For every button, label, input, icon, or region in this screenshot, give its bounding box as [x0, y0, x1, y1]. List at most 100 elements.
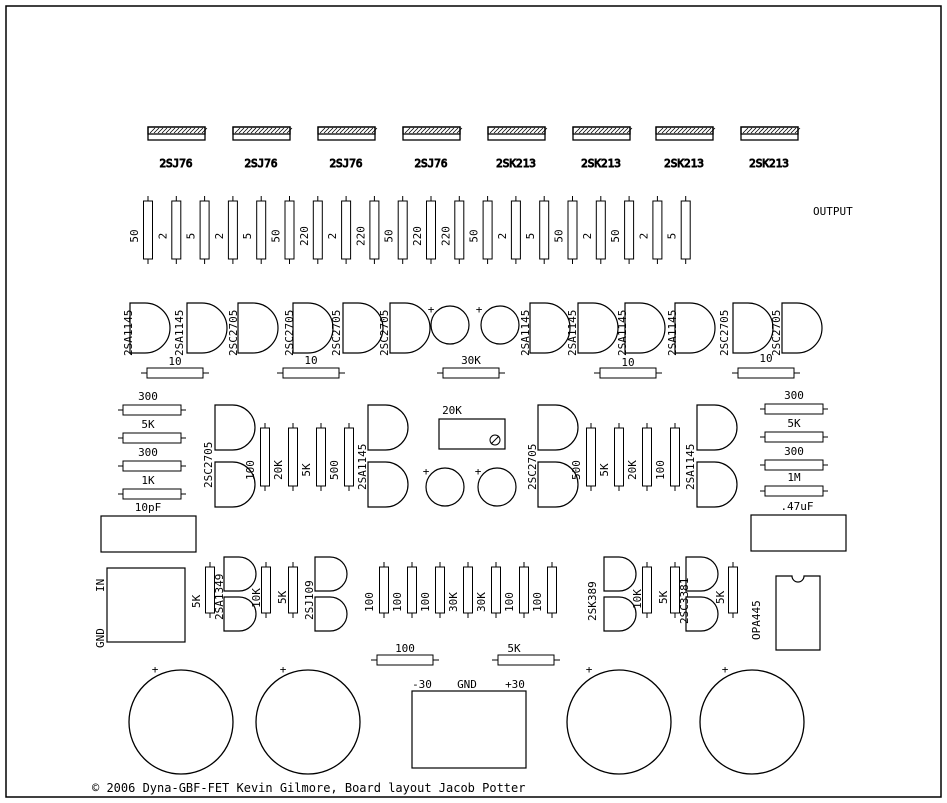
input-connector	[106, 567, 186, 643]
resistor-body	[764, 459, 824, 471]
capacitor-label: .47uF	[780, 500, 813, 513]
fet-hatch	[323, 127, 330, 134]
fet-hatch	[250, 127, 257, 134]
fet-hatch	[286, 127, 293, 134]
resistor-body	[397, 200, 408, 260]
transistor-body	[781, 302, 823, 354]
resistor-label: 5K	[598, 463, 611, 477]
transistor-body	[186, 302, 228, 354]
input-in-label: IN	[94, 579, 107, 592]
resistor-body	[199, 200, 210, 260]
fet-label: 2SJ76	[159, 157, 192, 170]
resistor-label: 5K	[190, 594, 203, 608]
resistor-body	[312, 200, 323, 260]
resistor-label: 300	[784, 445, 804, 458]
capacitor	[430, 305, 470, 345]
fet-hatch	[774, 127, 781, 134]
fet-hatch	[351, 127, 358, 134]
resistor-label: 1K	[141, 474, 155, 487]
resistor-body	[652, 200, 663, 260]
resistor-label: 5K	[507, 642, 521, 655]
resistor-body	[284, 200, 295, 260]
transistor-label: 2SC2705	[378, 310, 391, 356]
transistor-body	[292, 302, 334, 354]
resistor-label: 100	[503, 592, 516, 612]
resistor-label: 300	[138, 446, 158, 459]
fet-hatch	[262, 127, 269, 134]
fet-hatch	[432, 127, 439, 134]
fet-hatch	[404, 127, 411, 134]
polarity-mark: +	[475, 465, 482, 478]
trimmer-label: 20K	[442, 404, 462, 417]
output-resistor-label: 5	[185, 233, 198, 240]
fet-hatch	[327, 127, 334, 134]
transistor-label: 2SC2705	[770, 310, 783, 356]
transistor-body	[314, 556, 348, 592]
transistor-body	[537, 404, 579, 451]
output-resistor-label: 220	[298, 226, 311, 246]
resistor-body	[227, 200, 238, 260]
fet-label: 2SJ76	[329, 157, 362, 170]
fet-hatch	[657, 127, 664, 134]
power-connector	[411, 690, 527, 769]
resistor-body	[595, 200, 606, 260]
fet-hatch	[590, 127, 597, 134]
fet-hatch	[197, 127, 204, 134]
resistor-body	[764, 431, 824, 443]
power-gnd-label: GND	[457, 678, 477, 691]
fet-hatch	[282, 127, 289, 134]
fet-hatch	[416, 127, 423, 134]
polarity-mark: +	[428, 303, 435, 316]
resistor-body	[288, 566, 298, 614]
fet-hatch	[746, 127, 753, 134]
copyright-footer: © 2006 Dyna-GBF-FET Kevin Gilmore, Board…	[92, 781, 525, 795]
fet-hatch	[448, 127, 455, 134]
resistor-body	[171, 200, 182, 260]
fet-hatch	[689, 127, 696, 134]
transistor-body	[685, 596, 719, 632]
fet-hatch	[246, 127, 253, 134]
fet-hatch	[177, 127, 184, 134]
resistor-body	[122, 488, 182, 500]
transistor-body	[367, 461, 409, 508]
transistor-label: 2SA1145	[356, 444, 369, 490]
fet-hatch	[331, 127, 338, 134]
fet-hatch	[335, 127, 342, 134]
resistor-label: 300	[138, 390, 158, 403]
fet-hatch	[766, 127, 773, 134]
fet-hatch	[778, 127, 785, 134]
fet-hatch	[440, 127, 447, 134]
fet-hatch	[626, 127, 633, 134]
transistor-body	[603, 596, 637, 632]
resistor-body	[491, 566, 501, 614]
fet-hatch	[428, 127, 435, 134]
output-resistor-label: 50	[128, 229, 141, 242]
resistor-body	[670, 427, 680, 487]
resistor-body	[586, 427, 596, 487]
resistor-body	[599, 367, 657, 379]
fet-hatch	[598, 127, 605, 134]
fet-label: 2SK213	[581, 157, 621, 170]
film-capacitor	[750, 514, 847, 552]
board-outline	[5, 5, 942, 798]
fet-hatch	[169, 127, 176, 134]
fet-hatch	[270, 127, 277, 134]
fet-hatch	[762, 127, 769, 134]
output-resistor-label: 220	[354, 226, 367, 246]
transistor-body	[314, 596, 348, 632]
fet-hatch	[157, 127, 164, 134]
fet-hatch	[242, 127, 249, 134]
resistor-body	[497, 654, 555, 666]
fet-hatch	[505, 127, 512, 134]
output-resistor-label: 2	[213, 233, 226, 240]
resistor-label: 500	[570, 460, 583, 480]
resistor-body	[463, 566, 473, 614]
fet-hatch	[367, 127, 374, 134]
fet-hatch	[669, 127, 676, 134]
resistor-body	[426, 200, 436, 260]
resistor-body	[567, 200, 578, 260]
fet-hatch	[161, 127, 168, 134]
fet-hatch	[355, 127, 362, 134]
resistor-body	[764, 403, 824, 415]
